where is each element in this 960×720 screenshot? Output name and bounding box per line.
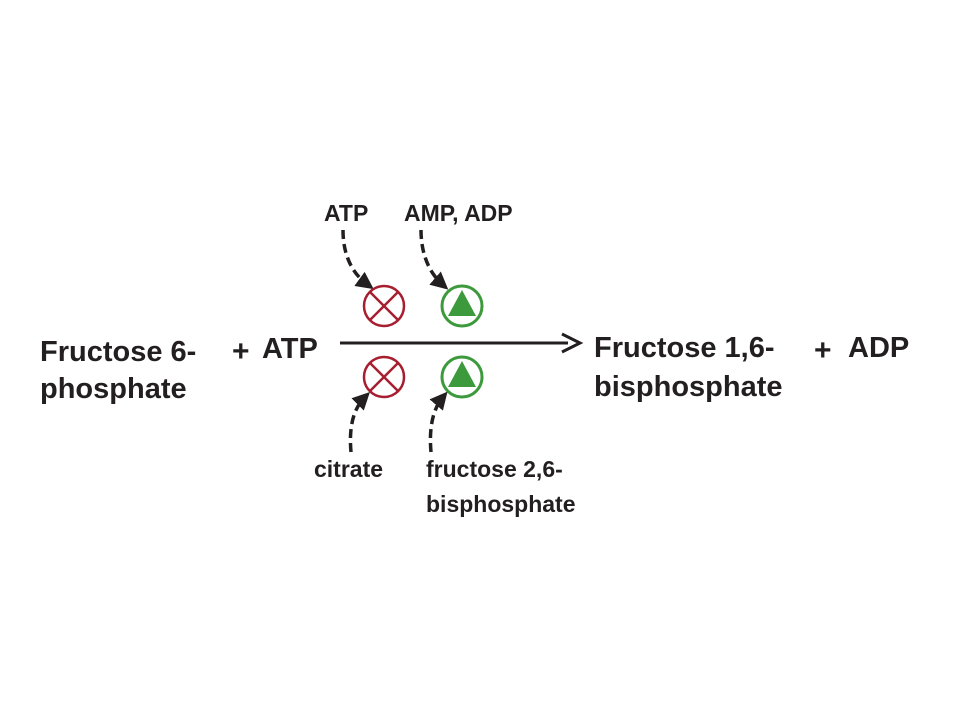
top-activator-dashed-arrow (419, 229, 449, 290)
bottom-inhibitor-dashed-arrow (348, 392, 370, 453)
atp-substrate-label: ATP (262, 333, 318, 365)
plus-sign-left: + (232, 335, 250, 368)
adp-product-label: ADP (848, 332, 909, 364)
plus-sign-right: + (814, 334, 832, 367)
bottom-activator-dashed-arrow (428, 391, 448, 453)
substrate-label-line1: Fructose 6- (40, 336, 196, 368)
top-inhibitor-dashed-arrow (341, 229, 374, 290)
circled-triangle-icon (440, 355, 484, 399)
top-inhibitor-label: ATP (324, 200, 368, 226)
substrate-label-line2: phosphate (40, 373, 187, 405)
circled-x-icon (362, 284, 406, 328)
circled-x-icon (362, 355, 406, 399)
circled-triangle-icon (440, 284, 484, 328)
bottom-activator-label-line1: fructose 2,6- (426, 456, 563, 482)
top-activator-label: AMP, ADP (404, 200, 513, 226)
bottom-inhibitor-label: citrate (314, 456, 383, 482)
product-label-line1: Fructose 1,6- (594, 332, 775, 364)
reaction-arrowhead-icon (561, 332, 584, 354)
bottom-activator-label-line2: bisphosphate (426, 491, 576, 517)
product-label-line2: bisphosphate (594, 371, 783, 403)
